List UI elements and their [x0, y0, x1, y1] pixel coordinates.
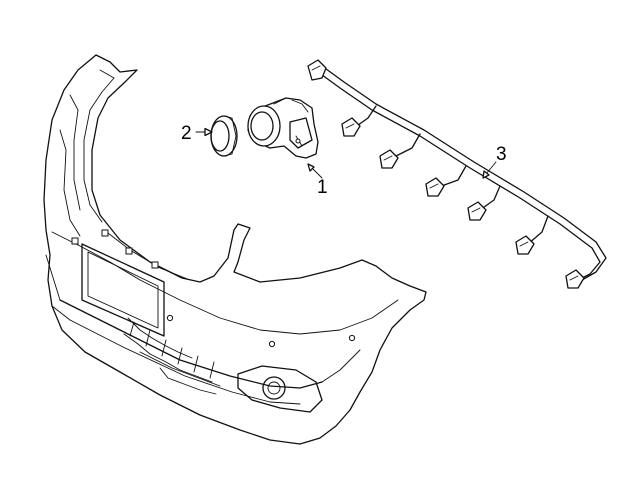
parking-sensor [247, 97, 319, 159]
bumper-cover [43, 54, 427, 445]
harness-connector-6 [565, 269, 585, 289]
callout-3: 3 [496, 144, 507, 165]
leader-arrow-3 [482, 170, 490, 179]
lower-grille-slats [123, 317, 221, 395]
retainer-ring [210, 115, 238, 157]
callout-2: 2 [181, 123, 192, 144]
callout-1: 1 [317, 177, 328, 198]
wiring-harness [307, 59, 607, 289]
harness-connector-3 [425, 177, 445, 197]
leader-line-3 [485, 161, 497, 175]
harness-connector-main [307, 59, 327, 81]
harness-connector-5 [515, 235, 535, 255]
leader-arrow-1 [307, 163, 315, 172]
leader-arrow-2 [204, 127, 213, 137]
harness-connector-1 [341, 117, 361, 137]
harness-connector-2 [379, 149, 399, 169]
harness-connector-4 [467, 201, 487, 221]
leader-line-1 [311, 167, 323, 179]
